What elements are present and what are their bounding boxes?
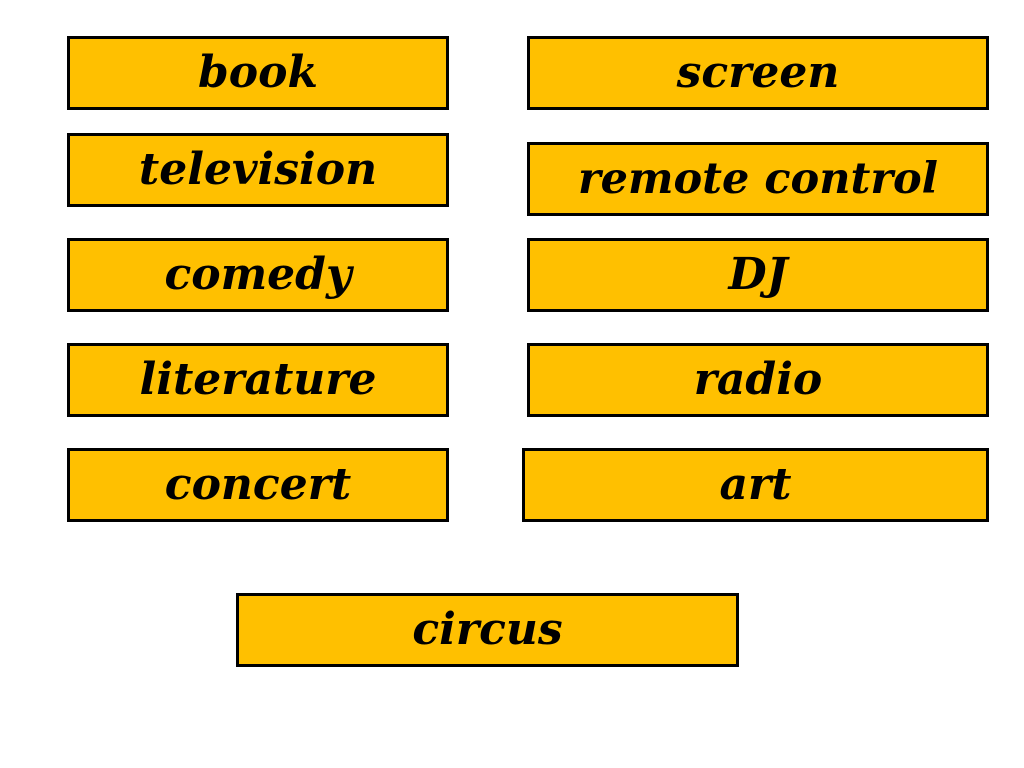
word-card-circus[interactable]: circus	[236, 593, 739, 667]
word-card-label: art	[719, 459, 792, 510]
word-card-comedy[interactable]: comedy	[67, 238, 449, 312]
word-card-label: book	[198, 47, 318, 98]
word-card-label: circus	[412, 604, 563, 655]
word-card-label: remote control	[577, 153, 939, 204]
word-card-label: screen	[676, 47, 840, 98]
word-card-art[interactable]: art	[522, 448, 989, 522]
word-card-label: concert	[164, 459, 352, 510]
word-card-radio[interactable]: radio	[527, 343, 989, 417]
word-card-label: literature	[139, 354, 377, 405]
word-card-screen[interactable]: screen	[527, 36, 989, 110]
word-card-label: television	[138, 144, 378, 195]
word-card-book[interactable]: book	[67, 36, 449, 110]
word-card-label: radio	[693, 354, 823, 405]
word-card-literature[interactable]: literature	[67, 343, 449, 417]
word-card-remote-control[interactable]: remote control	[527, 142, 989, 216]
word-card-label: comedy	[164, 249, 352, 300]
word-card-television[interactable]: television	[67, 133, 449, 207]
word-card-concert[interactable]: concert	[67, 448, 449, 522]
word-card-dj[interactable]: DJ	[527, 238, 989, 312]
word-card-label: DJ	[728, 249, 788, 300]
